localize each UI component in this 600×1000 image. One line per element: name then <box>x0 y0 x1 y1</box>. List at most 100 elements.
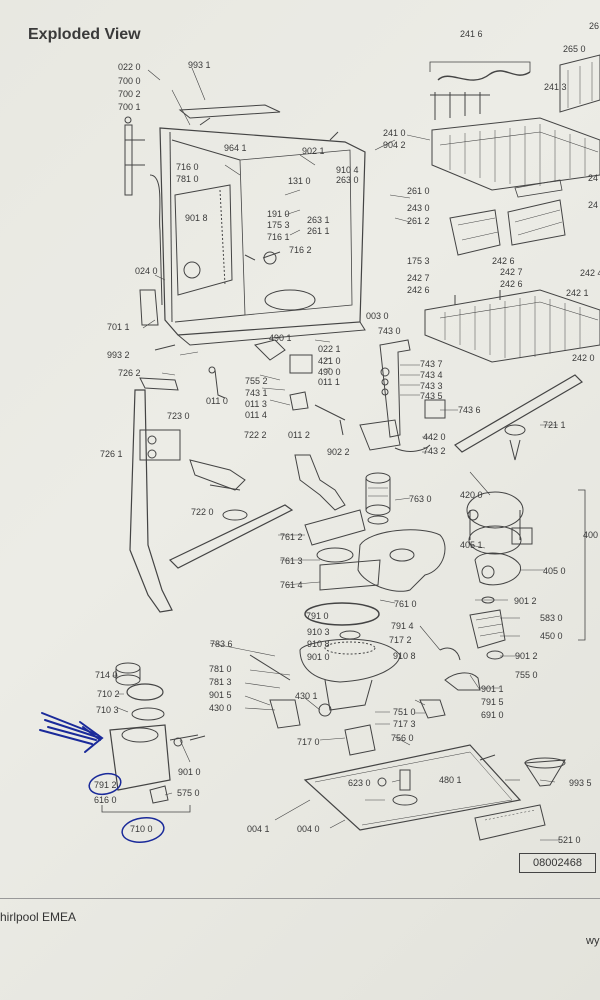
part-label: 265 0 <box>563 44 586 54</box>
part-label: 901 2 <box>514 596 537 606</box>
part-label: 756 0 <box>391 733 414 743</box>
part-label: 263 0 <box>336 175 359 185</box>
funnel <box>524 757 566 787</box>
part-label: 242 6 <box>500 279 523 289</box>
part-label: 24 <box>588 200 599 210</box>
part-label: 263 1 <box>307 215 330 225</box>
plinth <box>474 804 546 841</box>
part-label: 717 2 <box>389 635 412 645</box>
document-number-box: 08002468 <box>519 853 596 873</box>
part-label: 442 0 <box>423 432 446 442</box>
part-label: 521 0 <box>558 835 581 845</box>
part-label: 902 1 <box>302 146 325 156</box>
part-label: 242 1 <box>566 288 589 298</box>
part-label: 241 3 <box>544 82 567 92</box>
part-label: 242 4 <box>580 268 600 278</box>
part-label: 761 2 <box>280 532 303 542</box>
part-label: 714 0 <box>95 670 118 680</box>
part-label: 024 0 <box>135 266 158 276</box>
part-label: 993 1 <box>188 60 211 70</box>
footer-right-text: wy <box>586 935 600 947</box>
part-label: 781 3 <box>209 677 232 687</box>
part-label: 910 8 <box>307 639 330 649</box>
part-label: 910 8 <box>393 651 416 661</box>
part-label: 781 0 <box>209 664 232 674</box>
part-label: 405 1 <box>460 540 483 550</box>
part-label: 011 4 <box>245 410 267 420</box>
part-label: 910 3 <box>307 627 330 637</box>
part-label: 700 0 <box>118 76 141 86</box>
part-label: 743 7 <box>420 359 443 369</box>
blue-arrow-icon <box>39 712 104 753</box>
rack-rail-241-6 <box>429 61 531 120</box>
part-label: 241 6 <box>460 29 483 39</box>
part-label: 761 4 <box>280 580 303 590</box>
part-label: 791 5 <box>481 697 504 707</box>
part-label: 131 0 <box>288 176 311 186</box>
part-label: 993 2 <box>107 350 130 360</box>
part-label: 022 0 <box>118 62 141 72</box>
part-label: 004 1 <box>247 824 270 834</box>
part-label: 716 0 <box>176 162 199 172</box>
footer-brand: hirlpool EMEA <box>0 910 77 924</box>
lower-basket <box>424 289 600 363</box>
part-label: 743 4 <box>420 370 443 380</box>
part-label: 791 0 <box>306 611 329 621</box>
part-label: 743 1 <box>245 388 268 398</box>
part-label: 791 2 <box>94 780 117 790</box>
part-label: 700 1 <box>118 102 141 112</box>
part-label: 011 1 <box>318 377 340 387</box>
part-label: 011 0 <box>206 396 228 406</box>
part-label: 242 7 <box>407 273 430 283</box>
part-label: 743 6 <box>458 405 481 415</box>
part-label: 421 0 <box>318 356 341 366</box>
part-label: 716 2 <box>289 245 312 255</box>
part-label: 400 <box>583 530 599 540</box>
side-panel <box>174 184 233 296</box>
fill-tube <box>124 116 163 326</box>
part-label: 022 1 <box>318 344 341 354</box>
part-label: 011 2 <box>288 430 310 440</box>
part-label: 242 6 <box>492 256 515 266</box>
part-label: 743 3 <box>420 381 443 391</box>
part-label: 26 <box>589 21 600 31</box>
part-label: 901 5 <box>209 690 232 700</box>
upper-basket <box>431 117 600 191</box>
part-label: 763 0 <box>409 494 432 504</box>
spray-pipe <box>129 377 181 613</box>
part-label: 716 1 <box>267 232 290 242</box>
part-label: 450 0 <box>540 631 563 641</box>
footer-divider <box>0 898 600 899</box>
air-break-assembly <box>359 339 446 452</box>
part-label: 723 0 <box>167 411 190 421</box>
part-label: 242 6 <box>407 285 430 295</box>
part-label: 717 0 <box>297 737 320 747</box>
micro-filter <box>365 472 391 525</box>
part-label: 910 4 <box>336 165 359 175</box>
water-softener <box>101 662 206 813</box>
part-label: 575 0 <box>177 788 200 798</box>
part-label: 901 8 <box>185 213 208 223</box>
part-label: 242 7 <box>500 267 523 277</box>
part-label: 964 1 <box>224 143 247 153</box>
part-label: 901 0 <box>178 767 201 777</box>
part-label: 904 2 <box>383 140 406 150</box>
part-label: 761 0 <box>394 599 417 609</box>
part-label: 430 0 <box>209 703 232 713</box>
part-label: 743 0 <box>378 326 401 336</box>
filter-plate <box>357 529 446 592</box>
part-label: 623 0 <box>348 778 371 788</box>
part-label: 003 0 <box>366 311 389 321</box>
part-label: 191 0 <box>267 209 290 219</box>
upper-right-basket <box>559 54 600 113</box>
part-label: 583 0 <box>540 613 563 623</box>
sump-assembly <box>249 602 446 756</box>
circulation-pump <box>466 489 586 641</box>
part-label: 175 3 <box>407 256 430 266</box>
part-label: 420 0 <box>460 490 483 500</box>
part-label: 175 3 <box>267 220 290 230</box>
part-label: 993 5 <box>569 778 592 788</box>
tub-frame <box>159 104 366 346</box>
